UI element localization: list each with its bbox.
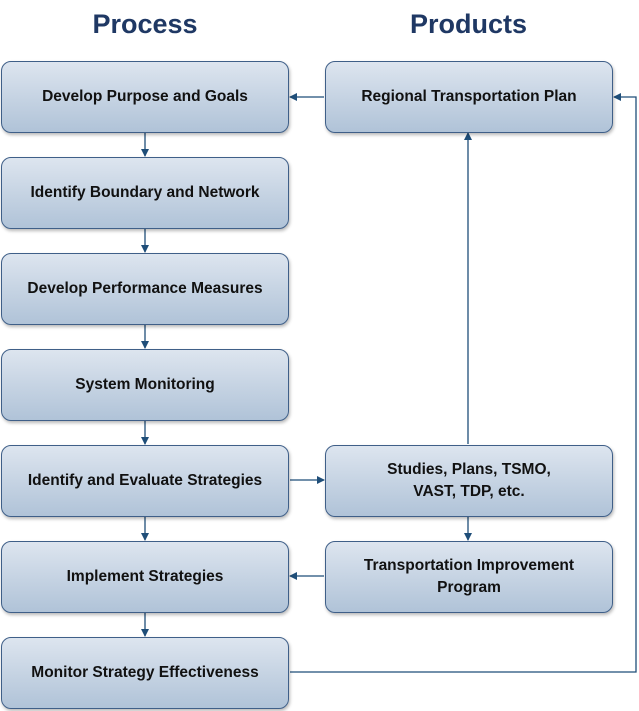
product-regional-transportation-plan: Regional Transportation Plan <box>325 61 613 133</box>
products-heading: Products <box>409 9 528 39</box>
product-studies-plans: Studies, Plans, TSMO, VAST, TDP, etc. <box>325 445 613 517</box>
process-step-label: System Monitoring <box>75 376 215 393</box>
process-step-label: Develop Purpose and Goals <box>42 88 248 105</box>
process-step-develop-purpose-goals: Develop Purpose and Goals <box>1 61 289 133</box>
process-step-label: Develop Performance Measures <box>27 280 263 297</box>
process-step-system-monitoring: System Monitoring <box>1 349 289 421</box>
process-step-develop-performance-measures: Develop Performance Measures <box>1 253 289 325</box>
process-step-label: Implement Strategies <box>66 568 224 585</box>
process-heading: Process <box>92 9 198 39</box>
product-transportation-improvement-program: Transportation Improvement Program <box>325 541 613 613</box>
process-step-implement-strategies: Implement Strategies <box>1 541 289 613</box>
product-label-line2: VAST, TDP, etc. <box>413 483 525 500</box>
product-label-line1: Studies, Plans, TSMO, <box>387 461 551 478</box>
product-label-line2: Program <box>437 579 501 596</box>
product-label-line1: Transportation Improvement <box>363 557 575 574</box>
process-step-label: Monitor Strategy Effectiveness <box>31 664 259 681</box>
process-step-identify-boundary-network: Identify Boundary and Network <box>1 157 289 229</box>
process-step-label: Identify Boundary and Network <box>30 184 260 201</box>
process-step-monitor-strategy-effectiveness: Monitor Strategy Effectiveness <box>1 637 289 709</box>
process-step-identify-evaluate-strategies: Identify and Evaluate Strategies <box>1 445 289 517</box>
product-label: Regional Transportation Plan <box>361 88 577 105</box>
process-step-label: Identify and Evaluate Strategies <box>27 472 263 489</box>
